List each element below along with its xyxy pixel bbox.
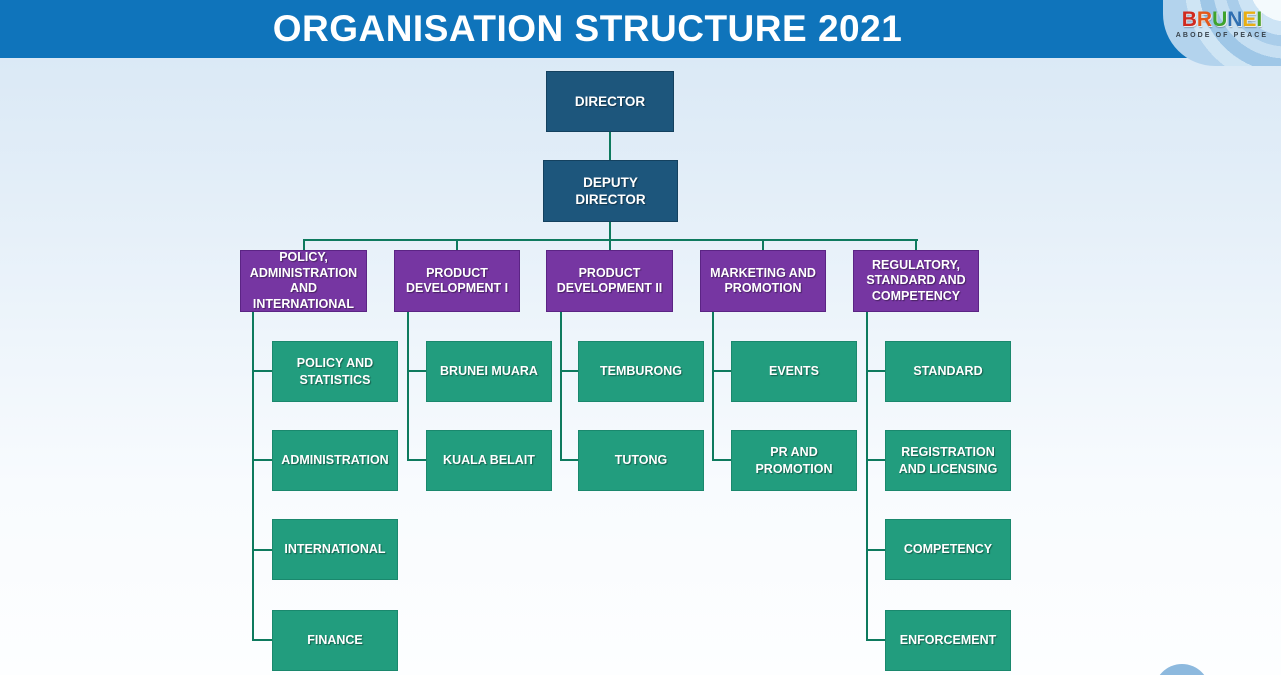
connector-line: [252, 312, 254, 641]
connector-line: [407, 312, 409, 461]
connector-line: [866, 370, 885, 372]
logo-letter: U: [1212, 8, 1228, 31]
connector-line: [866, 549, 885, 551]
node-unit-policy-and-statistics: POLICY AND STATISTICS: [272, 341, 398, 402]
node-division-product-development-1: PRODUCT DEVELOPMENT I: [394, 250, 520, 312]
connector-line: [712, 370, 731, 372]
connector-line: [866, 639, 885, 641]
node-unit-finance: FINANCE: [272, 610, 398, 671]
node-unit-standard: STANDARD: [885, 341, 1011, 402]
connector-line: [407, 370, 426, 372]
connector-line: [866, 459, 885, 461]
node-unit-tutong: TUTONG: [578, 430, 704, 491]
connector-line: [712, 312, 714, 461]
node-division-product-development-2: PRODUCT DEVELOPMENT II: [546, 250, 673, 312]
node-director: DIRECTOR: [546, 71, 674, 132]
node-unit-administration: ADMINISTRATION: [272, 430, 398, 491]
decorative-circle: [1154, 664, 1210, 675]
node-division-marketing-and-promotion: MARKETING AND PROMOTION: [700, 250, 826, 312]
header-band: ORGANISATION STRUCTURE 2021: [0, 0, 1281, 58]
logo-letter: E: [1242, 8, 1257, 31]
connector-line: [609, 222, 611, 240]
connector-line: [915, 239, 917, 250]
node-division-policy-administration-international: POLICY, ADMINISTRATION AND INTERNATIONAL: [240, 250, 367, 312]
node-unit-kuala-belait: KUALA BELAIT: [426, 430, 552, 491]
node-unit-pr-and-promotion: PR AND PROMOTION: [731, 430, 857, 491]
connector-line: [303, 239, 305, 250]
connector-line: [609, 239, 611, 250]
brunei-logo-wordmark: BRUNEI: [1163, 9, 1281, 31]
logo-tagline: ABODE OF PEACE: [1175, 32, 1269, 39]
logo-letter: I: [1256, 8, 1263, 31]
node-unit-events: EVENTS: [731, 341, 857, 402]
connector-line: [609, 132, 611, 160]
node-unit-competency: COMPETENCY: [885, 519, 1011, 580]
node-unit-temburong: TEMBURONG: [578, 341, 704, 402]
page-title: ORGANISATION STRUCTURE 2021: [272, 8, 903, 49]
connector-line: [252, 639, 272, 641]
connector-line: [762, 239, 764, 250]
connector-line: [456, 239, 458, 250]
connector-line: [866, 312, 868, 641]
connector-line: [560, 459, 578, 461]
logo-letter: R: [1196, 8, 1213, 31]
node-unit-enforcement: ENFORCEMENT: [885, 610, 1011, 671]
node-deputy-director: DEPUTY DIRECTOR: [543, 160, 678, 222]
connector-line: [252, 459, 272, 461]
connector-line: [252, 549, 272, 551]
node-unit-international: INTERNATIONAL: [272, 519, 398, 580]
connector-line: [560, 312, 562, 461]
logo-letter: B: [1181, 8, 1197, 31]
node-unit-brunei-muara: BRUNEI MUARA: [426, 341, 552, 402]
node-division-regulatory-standard-competency: REGULATORY, STANDARD AND COMPETENCY: [853, 250, 979, 312]
node-unit-registration-and-licensing: REGISTRATION AND LICENSING: [885, 430, 1011, 491]
connector-line: [252, 370, 272, 372]
logo-letter: N: [1227, 8, 1243, 31]
connector-line: [560, 370, 578, 372]
connector-line: [712, 459, 731, 461]
brunei-logo: BRUNEI ABODE OF PEACE: [1163, 0, 1281, 66]
connector-line: [407, 459, 426, 461]
